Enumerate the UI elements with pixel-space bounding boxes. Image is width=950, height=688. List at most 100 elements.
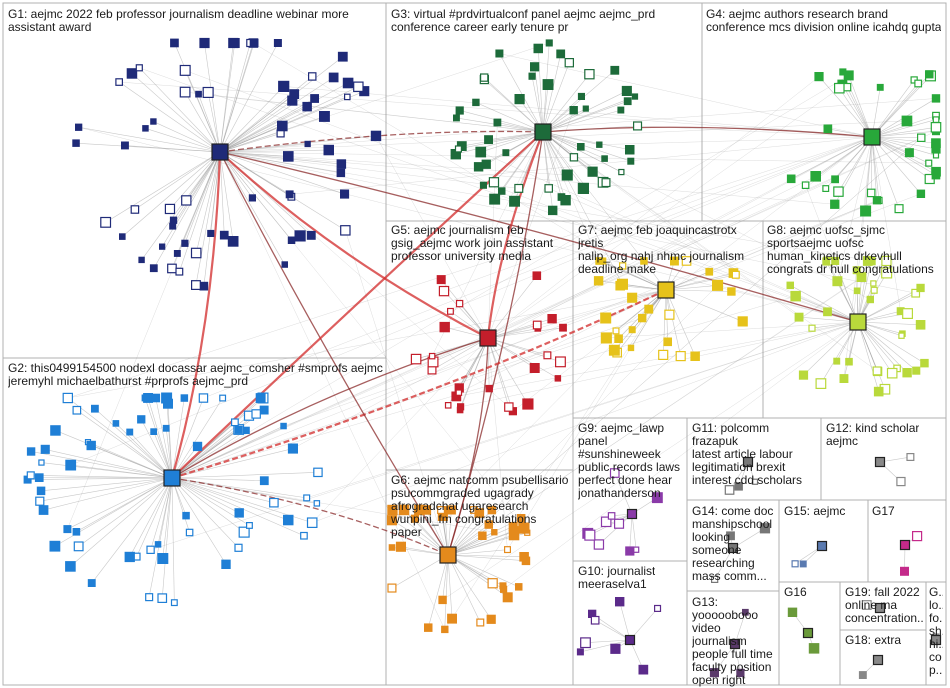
node [173, 250, 181, 257]
node [65, 459, 77, 471]
cross-edge [289, 136, 873, 195]
edge [27, 477, 173, 480]
edge [871, 130, 937, 138]
node [169, 222, 177, 230]
edge [447, 554, 526, 562]
node [34, 473, 44, 482]
edge [219, 151, 285, 265]
node [839, 374, 849, 384]
node [219, 394, 227, 402]
edge [871, 136, 900, 209]
edge [734, 612, 746, 645]
edge [115, 423, 173, 479]
node [906, 453, 915, 462]
node [577, 182, 590, 194]
hub-node-g8 [849, 313, 867, 331]
edge [219, 151, 342, 165]
node [627, 157, 635, 165]
node [759, 523, 771, 534]
node [876, 83, 884, 91]
cross-edge [447, 137, 922, 556]
node [304, 140, 311, 148]
edge [76, 142, 221, 153]
node [289, 89, 300, 100]
group-panel-g13 [686, 590, 780, 686]
cross-edge [542, 131, 871, 300]
edge [447, 554, 525, 558]
node [447, 307, 454, 315]
node [830, 199, 840, 209]
node [488, 177, 500, 188]
edge [619, 601, 631, 641]
edge [542, 70, 616, 133]
edge [531, 76, 544, 133]
node [387, 583, 397, 593]
node [313, 500, 321, 507]
node [601, 178, 611, 188]
node [822, 185, 830, 192]
cross-edge [542, 131, 600, 262]
cross-edge [447, 260, 887, 556]
node [323, 144, 335, 156]
edge [171, 477, 240, 514]
node [26, 447, 36, 456]
cross-edge [203, 136, 873, 399]
cross-edge [717, 285, 859, 323]
edge [171, 477, 175, 603]
node [664, 309, 675, 320]
cross-edge [306, 321, 859, 499]
node [500, 585, 508, 593]
edge [483, 77, 544, 133]
edge [865, 136, 873, 212]
node [273, 38, 282, 47]
cross-edge [456, 321, 859, 397]
node [516, 513, 526, 523]
edge [161, 477, 173, 599]
edge [487, 337, 529, 405]
edge [219, 151, 301, 237]
edge [195, 151, 221, 286]
node [559, 323, 567, 332]
node [856, 272, 867, 283]
edge [665, 289, 696, 357]
node [202, 86, 214, 98]
nodes [23, 37, 942, 680]
edge [166, 397, 173, 479]
node [556, 49, 566, 59]
edge [857, 260, 872, 323]
node [600, 332, 612, 344]
node [801, 181, 810, 190]
edge [857, 260, 869, 323]
node [561, 169, 573, 181]
edge [30, 475, 173, 479]
node [902, 308, 914, 320]
edge [171, 477, 227, 565]
edge [665, 272, 734, 291]
edge [444, 554, 449, 630]
node [872, 366, 882, 376]
cross-edge [805, 185, 859, 323]
edge [67, 477, 173, 530]
edge [219, 151, 289, 157]
node [640, 257, 648, 265]
cross-edge [185, 91, 544, 133]
edge [171, 477, 239, 549]
edge [487, 337, 559, 379]
node [564, 57, 575, 68]
node [86, 440, 96, 451]
edge [147, 397, 173, 479]
node [455, 389, 463, 396]
cross-edge [171, 330, 617, 479]
node [388, 544, 396, 551]
cross-edge [665, 200, 878, 291]
node [607, 512, 616, 520]
cross-edge [837, 136, 873, 282]
node [915, 320, 926, 330]
red-edge [171, 131, 544, 479]
node [126, 68, 138, 79]
edge [94, 408, 173, 479]
cross-edge [219, 151, 519, 189]
node [554, 375, 562, 382]
edge [447, 554, 453, 619]
edge [171, 477, 289, 521]
